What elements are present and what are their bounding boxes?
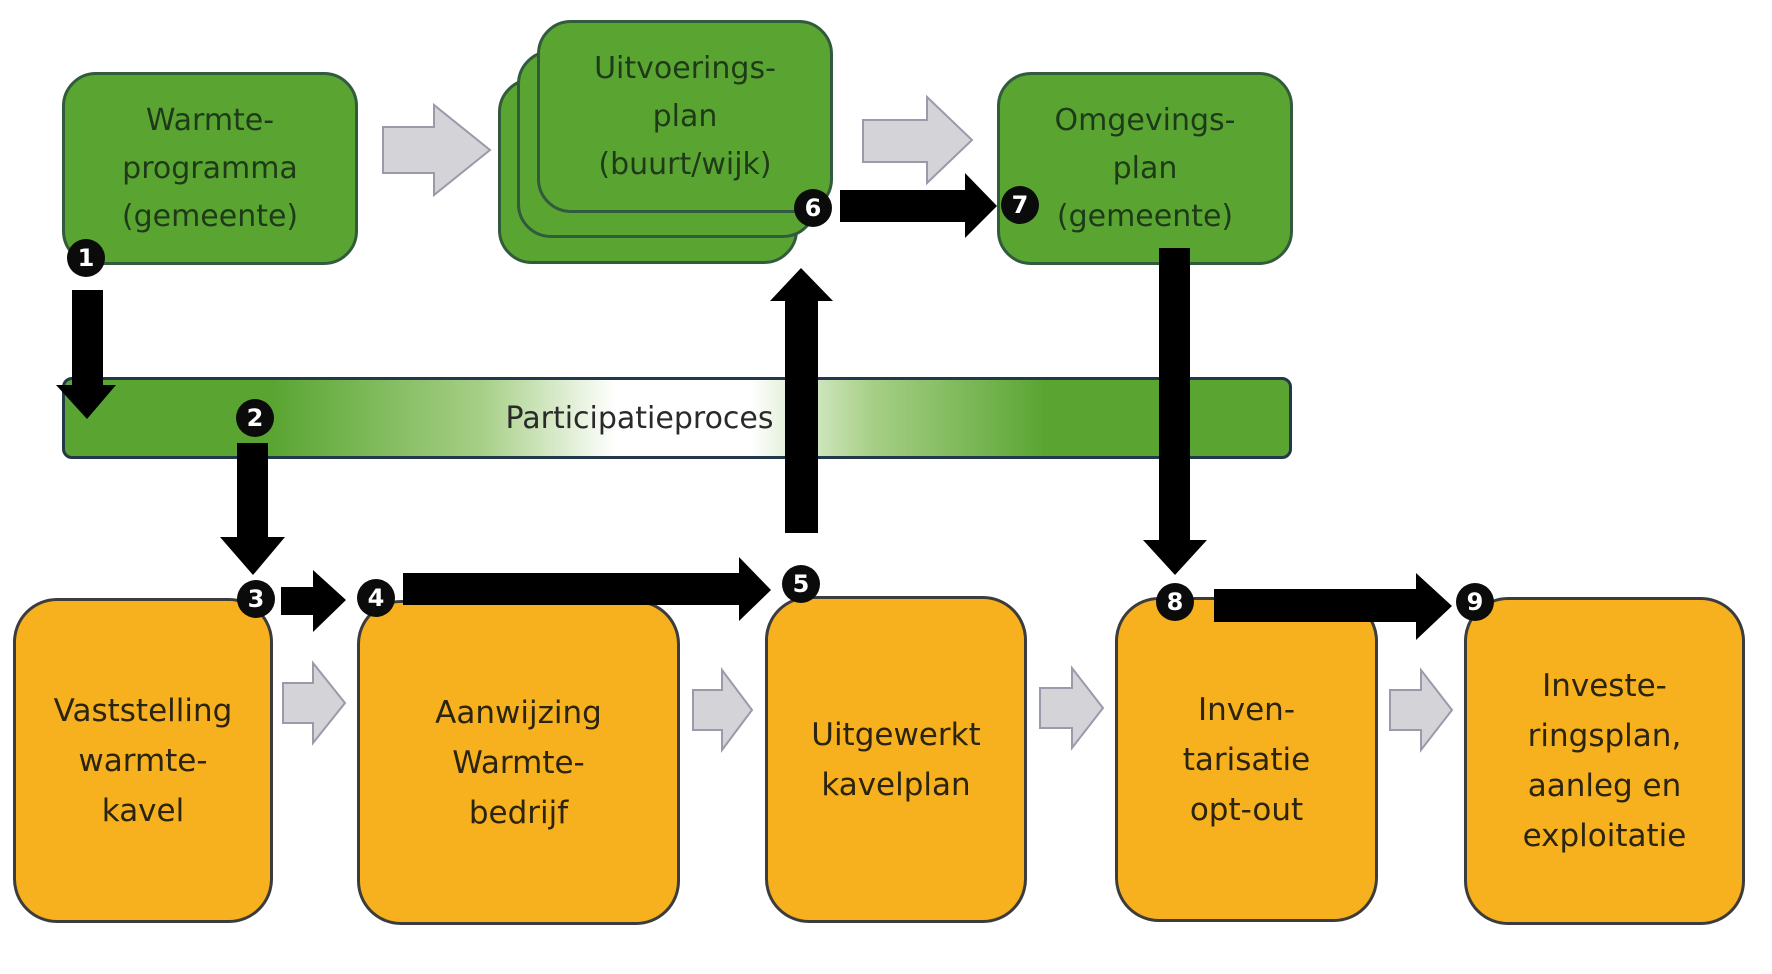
sequence-arrow-vaststelling-to-aanwijzing bbox=[282, 660, 347, 746]
box-uitvoeringsplan: Uitvoerings- plan (buurt/wijk) bbox=[537, 20, 833, 213]
box-warmteprogramma: Warmte- programma (gemeente) bbox=[62, 72, 358, 265]
flow-arrow-7-to-8 bbox=[1143, 248, 1207, 575]
step-badge-7: 7 bbox=[1001, 186, 1039, 224]
flow-arrow-4-to-5 bbox=[403, 557, 771, 621]
participatie-band-label: Participatieproces bbox=[505, 400, 774, 436]
step-badge-6: 6 bbox=[794, 189, 832, 227]
box-vaststelling-label: Vaststelling warmte- kavel bbox=[53, 692, 233, 829]
box-uitgewerkt-label: Uitgewerkt kavelplan bbox=[811, 716, 981, 803]
step-badge-5: 5 bbox=[782, 565, 820, 603]
sequence-arrow-uitvoeringsplan-to-omgevingsplan bbox=[862, 94, 974, 186]
box-warmteprogramma-label: Warmte- programma (gemeente) bbox=[121, 102, 299, 234]
box-uitvoeringsplan-label: Uitvoerings- plan (buurt/wijk) bbox=[594, 50, 776, 182]
flow-arrow-2-to-3 bbox=[220, 443, 285, 575]
box-omgevingsplan-label: Omgevings- plan (gemeente) bbox=[1054, 102, 1236, 234]
box-uitgewerkt: Uitgewerkt kavelplan bbox=[765, 596, 1027, 923]
flow-arrow-6-to-7 bbox=[840, 173, 997, 238]
step-badge-9: 9 bbox=[1456, 583, 1494, 621]
box-inventarisatie: Inven- tarisatie opt-out bbox=[1115, 597, 1378, 922]
box-aanwijzing-label: Aanwijzing Warmte- bedrijf bbox=[435, 694, 602, 831]
box-inventarisatie-label: Inven- tarisatie opt-out bbox=[1182, 691, 1311, 828]
box-aanwijzing: Aanwijzing Warmte- bedrijf bbox=[357, 600, 680, 925]
sequence-arrow-warmteprogramma-to-uitvoeringsplan bbox=[382, 102, 492, 198]
flow-arrow-5-to-6 bbox=[770, 268, 833, 533]
flow-arrow-3-to-4 bbox=[281, 570, 346, 632]
box-investeringsplan: Investe- ringsplan, aanleg en exploitati… bbox=[1464, 597, 1745, 925]
flow-arrow-8-to-9 bbox=[1214, 573, 1452, 640]
box-investeringsplan-label: Investe- ringsplan, aanleg en exploitati… bbox=[1522, 668, 1687, 854]
sequence-arrow-aanwijzing-to-uitgewerkt bbox=[692, 667, 754, 753]
step-badge-2: 2 bbox=[236, 399, 274, 437]
box-omgevingsplan: Omgevings- plan (gemeente) bbox=[997, 72, 1293, 265]
step-badge-4: 4 bbox=[357, 579, 395, 617]
box-vaststelling: Vaststelling warmte- kavel bbox=[13, 598, 273, 923]
sequence-arrow-uitgewerkt-to-inventarisatie bbox=[1039, 665, 1105, 751]
flow-arrow-1-to-2 bbox=[56, 290, 116, 419]
step-badge-3: 3 bbox=[237, 580, 275, 618]
sequence-arrow-inventarisatie-to-investeringsplan bbox=[1389, 667, 1454, 753]
step-badge-1: 1 bbox=[67, 239, 105, 277]
step-badge-8: 8 bbox=[1156, 583, 1194, 621]
